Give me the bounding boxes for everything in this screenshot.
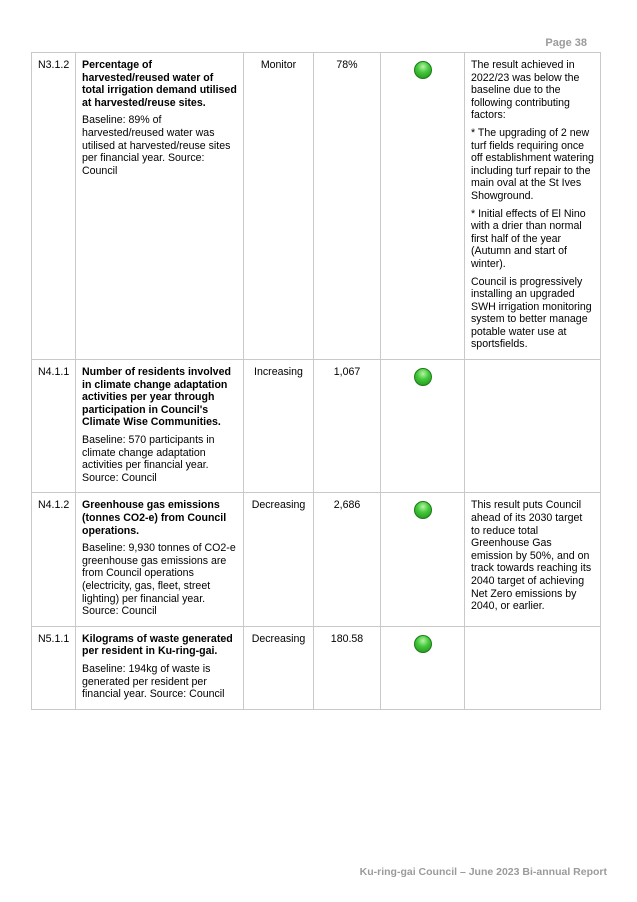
page-number: Page 38	[545, 37, 587, 49]
indicator-title: Percentage of harvested/reused water of …	[82, 59, 237, 109]
green-status-icon	[413, 501, 432, 520]
indicator-description: Percentage of harvested/reused water of …	[75, 51, 244, 361]
green-status-icon	[413, 634, 432, 653]
indicator-title: Number of residents involved in climate …	[82, 366, 231, 429]
indicator-baseline: Baseline: 194kg of waste is generated pe…	[82, 662, 225, 701]
indicator-title: Kilograms of waste generated per residen…	[82, 632, 233, 658]
indicator-trend: Increasing	[243, 359, 314, 494]
indicator-title: Greenhouse gas emissions (tonnes CO2-e) …	[82, 499, 227, 537]
indicator-result: 78%	[313, 51, 381, 361]
comment-paragraph: * Initial effects of El Nino with a drie…	[471, 207, 586, 270]
comment-paragraph: The result achieved in 2022/23 was below…	[471, 59, 580, 122]
indicator-baseline: Baseline: 9,930 tonnes of CO2-e greenhou…	[82, 542, 236, 618]
table-row: N4.1.1 Number of residents involved in c…	[31, 359, 601, 494]
green-status-icon	[413, 368, 432, 387]
indicator-comment: The result achieved in 2022/23 was below…	[464, 51, 601, 361]
indicator-result: 1,067	[313, 359, 381, 494]
indicator-status	[380, 625, 465, 710]
table-row: N4.1.2 Greenhouse gas emissions (tonnes …	[31, 492, 601, 627]
comment-paragraph: * The upgrading of 2 new turf fields req…	[471, 126, 594, 202]
indicator-baseline: Baseline: 570 participants in climate ch…	[82, 434, 215, 484]
indicator-description: Greenhouse gas emissions (tonnes CO2-e) …	[75, 492, 244, 627]
indicator-description: Kilograms of waste generated per residen…	[75, 625, 244, 710]
report-footer: Ku-ring-gai Council – June 2023 Bi-annua…	[359, 866, 607, 878]
indicator-trend: Monitor	[243, 51, 314, 361]
indicator-status	[380, 492, 465, 627]
comment-paragraph: This result puts Council ahead of its 20…	[471, 499, 592, 613]
indicator-description: Number of residents involved in climate …	[75, 359, 244, 494]
indicator-baseline: Baseline: 89% of harvested/reused water …	[82, 114, 231, 177]
indicator-comment	[464, 625, 601, 710]
indicator-code: N4.1.1	[31, 359, 76, 494]
indicator-result: 2,686	[313, 492, 381, 627]
table-row: N3.1.2 Percentage of harvested/reused wa…	[31, 51, 601, 361]
indicator-table: N3.1.2 Percentage of harvested/reused wa…	[31, 51, 601, 710]
indicator-comment	[464, 359, 601, 494]
indicator-code: N4.1.2	[31, 492, 76, 627]
indicator-code: N5.1.1	[31, 625, 76, 710]
indicator-comment: This result puts Council ahead of its 20…	[464, 492, 601, 627]
comment-paragraph: Council is progressively installing an u…	[471, 275, 592, 351]
green-status-icon	[413, 61, 432, 79]
indicator-status	[380, 359, 465, 494]
indicator-result: 180.58	[313, 625, 381, 710]
indicator-trend: Decreasing	[243, 492, 314, 627]
indicator-code: N3.1.2	[31, 51, 76, 361]
indicator-trend: Decreasing	[243, 625, 314, 710]
table-row: N5.1.1 Kilograms of waste generated per …	[31, 625, 601, 710]
indicator-status	[380, 51, 465, 361]
